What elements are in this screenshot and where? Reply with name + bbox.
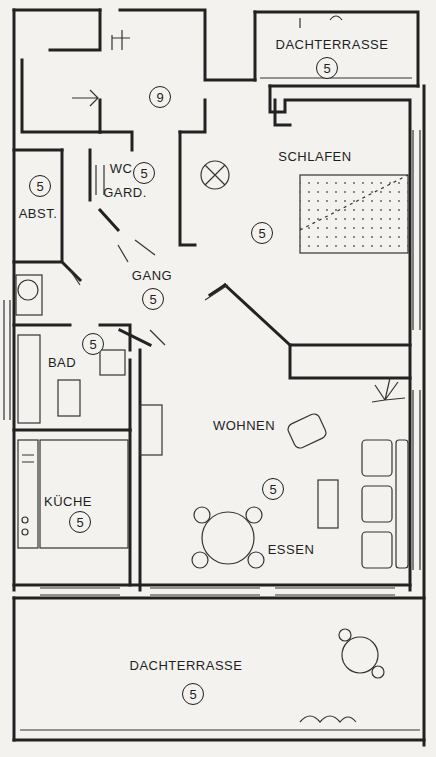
- callout-number: 5: [149, 293, 156, 306]
- callout-circle: 5: [182, 683, 204, 705]
- room-label: BAD: [48, 356, 76, 369]
- room-label: DACHTERRASSE: [276, 38, 389, 51]
- room-label: KÜCHE: [44, 495, 92, 508]
- room-label: GARD.: [103, 186, 147, 199]
- callout-number: 5: [76, 516, 83, 529]
- callout-number: 5: [258, 227, 265, 240]
- callout-number: 5: [269, 483, 276, 496]
- callout-circle: 5: [251, 222, 273, 244]
- room-label: WC: [110, 162, 133, 175]
- callout-circle: 5: [316, 57, 338, 79]
- callout-circle: 5: [133, 162, 155, 184]
- callout-number: 5: [140, 167, 147, 180]
- callout-number: 9: [156, 91, 163, 104]
- callout-circle: 5: [262, 478, 284, 500]
- room-label: ESSEN: [268, 543, 315, 556]
- callout-number: 5: [36, 180, 43, 193]
- room-label: WOHNEN: [213, 419, 275, 432]
- callout-circle: 5: [69, 511, 91, 533]
- callout-circle: 5: [82, 333, 104, 355]
- callout-number: 5: [89, 338, 96, 351]
- room-label: GANG: [132, 269, 172, 282]
- callout-circle: 9: [149, 86, 171, 108]
- callout-number: 5: [189, 688, 196, 701]
- callout-circle: 5: [142, 288, 164, 310]
- room-label: DACHTERRASSE: [130, 659, 243, 672]
- callout-circle: 5: [29, 175, 51, 197]
- room-label: ABST.: [19, 207, 58, 220]
- callout-number: 5: [323, 62, 330, 75]
- room-label: SCHLAFEN: [278, 150, 351, 163]
